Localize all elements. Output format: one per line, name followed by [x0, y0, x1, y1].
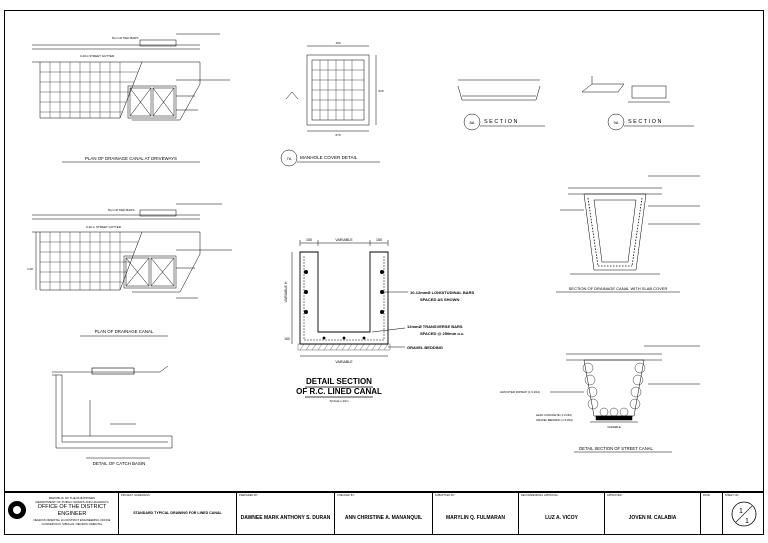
lined-dim-mid: VARIABLE: [335, 238, 353, 242]
catch-basin-title: DETAIL OF CATCH BASIN: [93, 461, 146, 466]
office-line-3: NEGROS ORIENTAL 2nd DISTRICT ENGINEERING…: [33, 518, 111, 522]
lined-canal-section: [291, 240, 408, 398]
recommended-by: LUZ A. VICOY: [545, 515, 578, 521]
driveway-bars-label: 5mm Ø TIED BARS: [112, 36, 138, 40]
canal-plan: [32, 203, 232, 337]
prepared-by: DAWNEE MARK ANTHONY S. DURAN: [240, 515, 331, 521]
submitted-cell: SUBMITTED BY: MARYLIN Q. FULMARAN: [433, 493, 519, 534]
note-longitudinal-spacing: SPACED AS SHOWN: [420, 297, 459, 302]
street-lean-note: LEAN CONCRETE (1:3:26d): [536, 413, 572, 417]
approved-by: JOVEN M. CALABIA: [628, 515, 677, 521]
lined-canal-title-1: DETAIL SECTION: [306, 377, 372, 386]
office-name: OFFICE OF THE DISTRICT ENGINEER: [37, 504, 107, 517]
title-block: REPUBLIC OF THE PHILIPPINES DEPARTMENT O…: [4, 492, 764, 535]
drawing-border: [4, 10, 764, 492]
office-line-1: REPUBLIC OF THE PHILIPPINES: [48, 496, 96, 500]
recommended-caption: RECOMMENDING APPROVAL:: [521, 494, 559, 497]
note-gravel-bedding: GRAVEL BEDDING: [407, 345, 443, 350]
approved-cell: APPROVED: JOVEN M. CALABIA: [605, 493, 701, 534]
section-8a-title: SECTION: [484, 119, 519, 125]
canal-plan-title: PLAN OF DRAINAGE CANAL: [95, 329, 154, 334]
note-transverse-spacing: SPACED @ 250mm o.c.: [420, 331, 464, 336]
section-8a-tag: 8A: [470, 120, 475, 125]
manhole-dim-top: 150: [335, 41, 340, 45]
section-9a: [581, 76, 694, 131]
sheet-cell: SHEET NO. 1 1: [723, 493, 763, 534]
lined-dim-bottom: VARIABLE: [335, 360, 353, 364]
street-canal-section: [550, 345, 700, 453]
manhole-dim-side: 620: [378, 89, 383, 93]
office-line-4: CONCEPCION, SIBULAN, NEGROS ORIENTAL: [41, 522, 103, 526]
office-cell: REPUBLIC OF THE PHILIPPINES DEPARTMENT O…: [5, 493, 119, 534]
canal-plan-gutter-label: 0.40 m STREET GUTTER: [86, 225, 122, 229]
street-canal-title: DETAIL SECTION OF STREET CANAL: [579, 446, 653, 451]
date-caption: DATE: [703, 494, 710, 497]
drawing-canvas: PLAN OF DRAINAGE CANAL AT DRIVEWAYS 0.40…: [27, 33, 700, 466]
manhole-title: MANHOLE COVER DETAIL: [300, 155, 358, 160]
project-caption: PROJECT NAME/DESC:: [121, 494, 151, 497]
sheet-number: 1: [739, 508, 743, 515]
manhole-tag: 7A: [287, 156, 292, 161]
slab-cover-title: SECTION OF DRAINAGE CANAL WITH SLAB COVE…: [569, 286, 668, 291]
section-9a-tag: 9A: [614, 120, 619, 125]
lined-dim-bottom-left: 150: [284, 337, 290, 341]
drawing-title: STANDARD TYPICAL DRAWING FOR LINED CANAL: [133, 511, 222, 515]
manhole-dim-bottom: 670: [335, 133, 340, 137]
street-gravel-note: GRAVEL BEDDING (1:3:26d): [536, 418, 573, 422]
lined-dim-height: VARIABLE H: [284, 281, 288, 302]
canal-plan-dim: 1.00: [27, 267, 33, 271]
street-variable-note: VARIABLE: [607, 425, 621, 429]
recommended-cell: RECOMMENDING APPROVAL: LUZ A. VICOY: [519, 493, 605, 534]
prepared-cell: PREPARED BY: DAWNEE MARK ANTHONY S. DURA…: [237, 493, 335, 534]
lined-canal-title-2: OF R.C. LINED CANAL: [296, 387, 382, 396]
driveway-plan-title: PLAN OF DRAINAGE CANAL AT DRIVEWAYS: [85, 156, 177, 161]
sheet-number-mark: 1 1: [731, 501, 757, 527]
note-transverse-bars: 12mmØ TRANSVERSE BARS: [407, 324, 463, 329]
agency-seal-icon: [8, 501, 26, 519]
sheet-caption: SHEET NO.: [725, 494, 740, 497]
catch-basin: [52, 365, 173, 459]
driveway-plan: [32, 33, 230, 163]
date-cell: DATE: [701, 493, 723, 534]
slab-cover-section: [556, 175, 700, 293]
lined-dim-left: 150: [306, 238, 312, 242]
driveway-gutter-label: 0.40m STREET GUTTER: [80, 54, 115, 58]
checked-cell: CHECKED BY: ANN CHRISTINE A. MANANQUIL: [335, 493, 433, 534]
submitted-by: MARYLIN Q. FULMARAN: [446, 515, 505, 521]
checked-by: ANN CHRISTINE A. MANANQUIL: [344, 515, 423, 521]
approved-caption: APPROVED:: [607, 494, 623, 497]
section-9a-title: SECTION: [628, 119, 663, 125]
sheet-total: 1: [745, 518, 749, 525]
prepared-caption: PREPARED BY:: [239, 494, 259, 497]
note-longitudinal-bars: 10-12mmØ LONGITUDINAL BARS: [410, 290, 474, 295]
canal-plan-bars-label: 5mm Ø TIED BARS: [108, 208, 134, 212]
office-line-2: DEPARTMENT OF PUBLIC WORKS AND HIGHWAYS: [35, 500, 109, 504]
street-riprap-note: GROUTED RIPRAP (1:3:26d): [500, 390, 540, 394]
lined-dim-right: 150: [376, 238, 382, 242]
section-8a: [457, 79, 545, 131]
lined-canal-scale: SCALE 1:10m: [329, 399, 349, 403]
submitted-caption: SUBMITTED BY:: [435, 494, 456, 497]
office-heading: REPUBLIC OF THE PHILIPPINES DEPARTMENT O…: [27, 496, 117, 526]
manhole-cover: [280, 45, 380, 167]
drawing-title-cell: PROJECT NAME/DESC: STANDARD TYPICAL DRAW…: [119, 493, 237, 534]
checked-caption: CHECKED BY:: [337, 494, 355, 497]
